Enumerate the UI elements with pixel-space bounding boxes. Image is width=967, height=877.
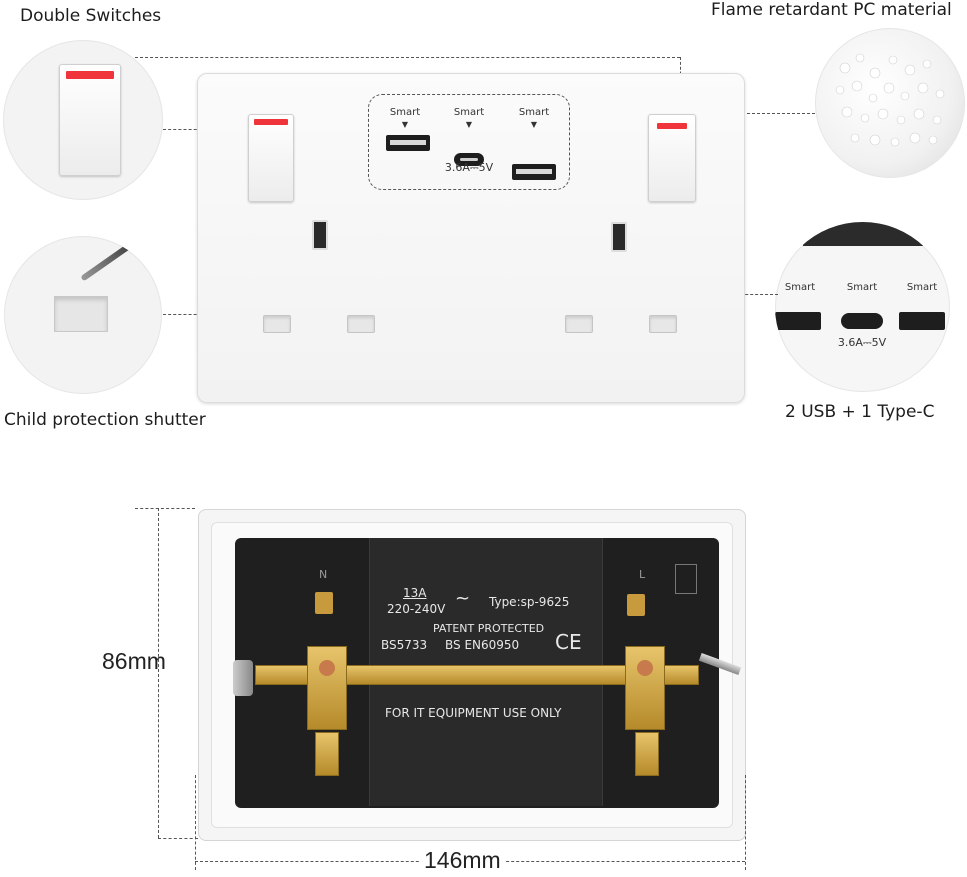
right-rivet bbox=[637, 660, 653, 676]
width-dim-tick-right bbox=[745, 775, 746, 870]
zoom-circle-shutter bbox=[4, 236, 162, 394]
right-terminal-screw bbox=[635, 732, 659, 776]
usb-label-right: Smart bbox=[518, 107, 550, 118]
left-earth-slot bbox=[312, 220, 328, 250]
back-rating-current: 13A bbox=[403, 586, 427, 600]
brass-earth-strap bbox=[255, 665, 699, 685]
shutter-slot bbox=[54, 296, 108, 332]
zoom-usb-label-right: Smart bbox=[906, 282, 938, 293]
right-switch-indicator bbox=[657, 123, 687, 129]
left-fixing-screw bbox=[233, 660, 253, 696]
back-standard-1: BS5733 bbox=[381, 638, 428, 652]
zoom-circle-usb: Smart Smart Smart 3.6A⎓5V bbox=[775, 222, 950, 392]
usb-rating: 3.6A⎓5V bbox=[444, 161, 494, 174]
height-dim-tick-top bbox=[135, 508, 195, 509]
zoom-usb-label-center: Smart bbox=[846, 282, 878, 293]
back-rating-voltage: 220-240V bbox=[387, 602, 446, 616]
zoom-circle-pc-pellets bbox=[815, 28, 965, 178]
leader-switch-top bbox=[135, 57, 680, 58]
label-child-shutter: Child protection shutter bbox=[4, 410, 206, 430]
zoom-usb-a-left bbox=[775, 312, 821, 330]
width-dim-tick-left bbox=[195, 775, 196, 870]
zoom-switch-rocker bbox=[59, 64, 121, 176]
weee-bin-icon bbox=[675, 564, 697, 594]
usb-module-outline: Smart ▼ Smart ▼ Smart ▼ 3.6A⎓5V bbox=[368, 94, 570, 190]
usb-c-port bbox=[454, 153, 484, 166]
zoom-circle-switch bbox=[3, 40, 163, 200]
pellets-texture-icon bbox=[835, 53, 945, 147]
height-dimension-line bbox=[158, 508, 159, 838]
label-double-switches: Double Switches bbox=[20, 6, 162, 26]
terminal-l-screw bbox=[627, 594, 645, 616]
left-socket-pin-2 bbox=[347, 315, 375, 333]
terminal-n-label: N bbox=[319, 568, 328, 581]
ce-mark: CE bbox=[555, 630, 582, 654]
usb-arrow-left-icon: ▼ bbox=[401, 120, 409, 129]
zoom-usb-background-edge bbox=[803, 222, 923, 246]
left-switch bbox=[248, 114, 294, 202]
left-switch-indicator bbox=[254, 119, 288, 125]
switch-indicator-red bbox=[66, 71, 114, 79]
terminal-l-label: L bbox=[639, 568, 646, 581]
leader-pc-material bbox=[712, 113, 815, 114]
usb-label-center: Smart bbox=[453, 107, 485, 118]
right-switch bbox=[648, 114, 696, 202]
label-usb-typec: 2 USB + 1 Type-C bbox=[785, 402, 935, 422]
usb-a-port-left bbox=[386, 135, 430, 151]
ac-symbol: ~ bbox=[455, 588, 471, 609]
screwdriver-icon bbox=[80, 236, 150, 282]
zoom-usb-label-left: Smart bbox=[784, 282, 816, 293]
height-dimension: 86mm bbox=[102, 648, 166, 674]
label-flame-material: Flame retardant PC material bbox=[711, 0, 952, 20]
back-notice: FOR IT EQUIPMENT USE ONLY bbox=[385, 706, 562, 720]
right-socket-pin-1 bbox=[565, 315, 593, 333]
right-socket-pin-2 bbox=[649, 315, 677, 333]
usb-label-left: Smart bbox=[389, 107, 421, 118]
usb-arrow-right-icon: ▼ bbox=[530, 120, 538, 129]
left-socket-pin-1 bbox=[263, 315, 291, 333]
usb-arrow-center-icon: ▼ bbox=[465, 120, 473, 129]
left-terminal-screw bbox=[315, 732, 339, 776]
zoom-usb-c bbox=[841, 313, 883, 329]
back-patent: PATENT PROTECTED bbox=[433, 622, 545, 635]
left-brass-bracket bbox=[307, 646, 347, 730]
socket-front-plate: Smart ▼ Smart ▼ Smart ▼ 3.6A⎓5V bbox=[197, 73, 745, 403]
width-dimension: 146mm bbox=[420, 847, 505, 874]
zoom-usb-a-right bbox=[899, 312, 945, 330]
zoom-usb-rating: 3.6A⎓5V bbox=[837, 336, 887, 349]
right-earth-slot bbox=[611, 222, 627, 252]
back-type: Type:sp-9625 bbox=[489, 595, 570, 609]
terminal-n-screw bbox=[315, 592, 333, 614]
right-brass-bracket bbox=[625, 646, 665, 730]
height-dim-tick-bottom bbox=[158, 838, 198, 839]
socket-back-plate: N L 13A 220-240V ~ Type:sp-9625 PATENT P… bbox=[198, 509, 746, 841]
left-rivet bbox=[319, 660, 335, 676]
back-standard-2: BS EN60950 bbox=[445, 638, 520, 652]
usb-a-port-right bbox=[512, 164, 556, 180]
